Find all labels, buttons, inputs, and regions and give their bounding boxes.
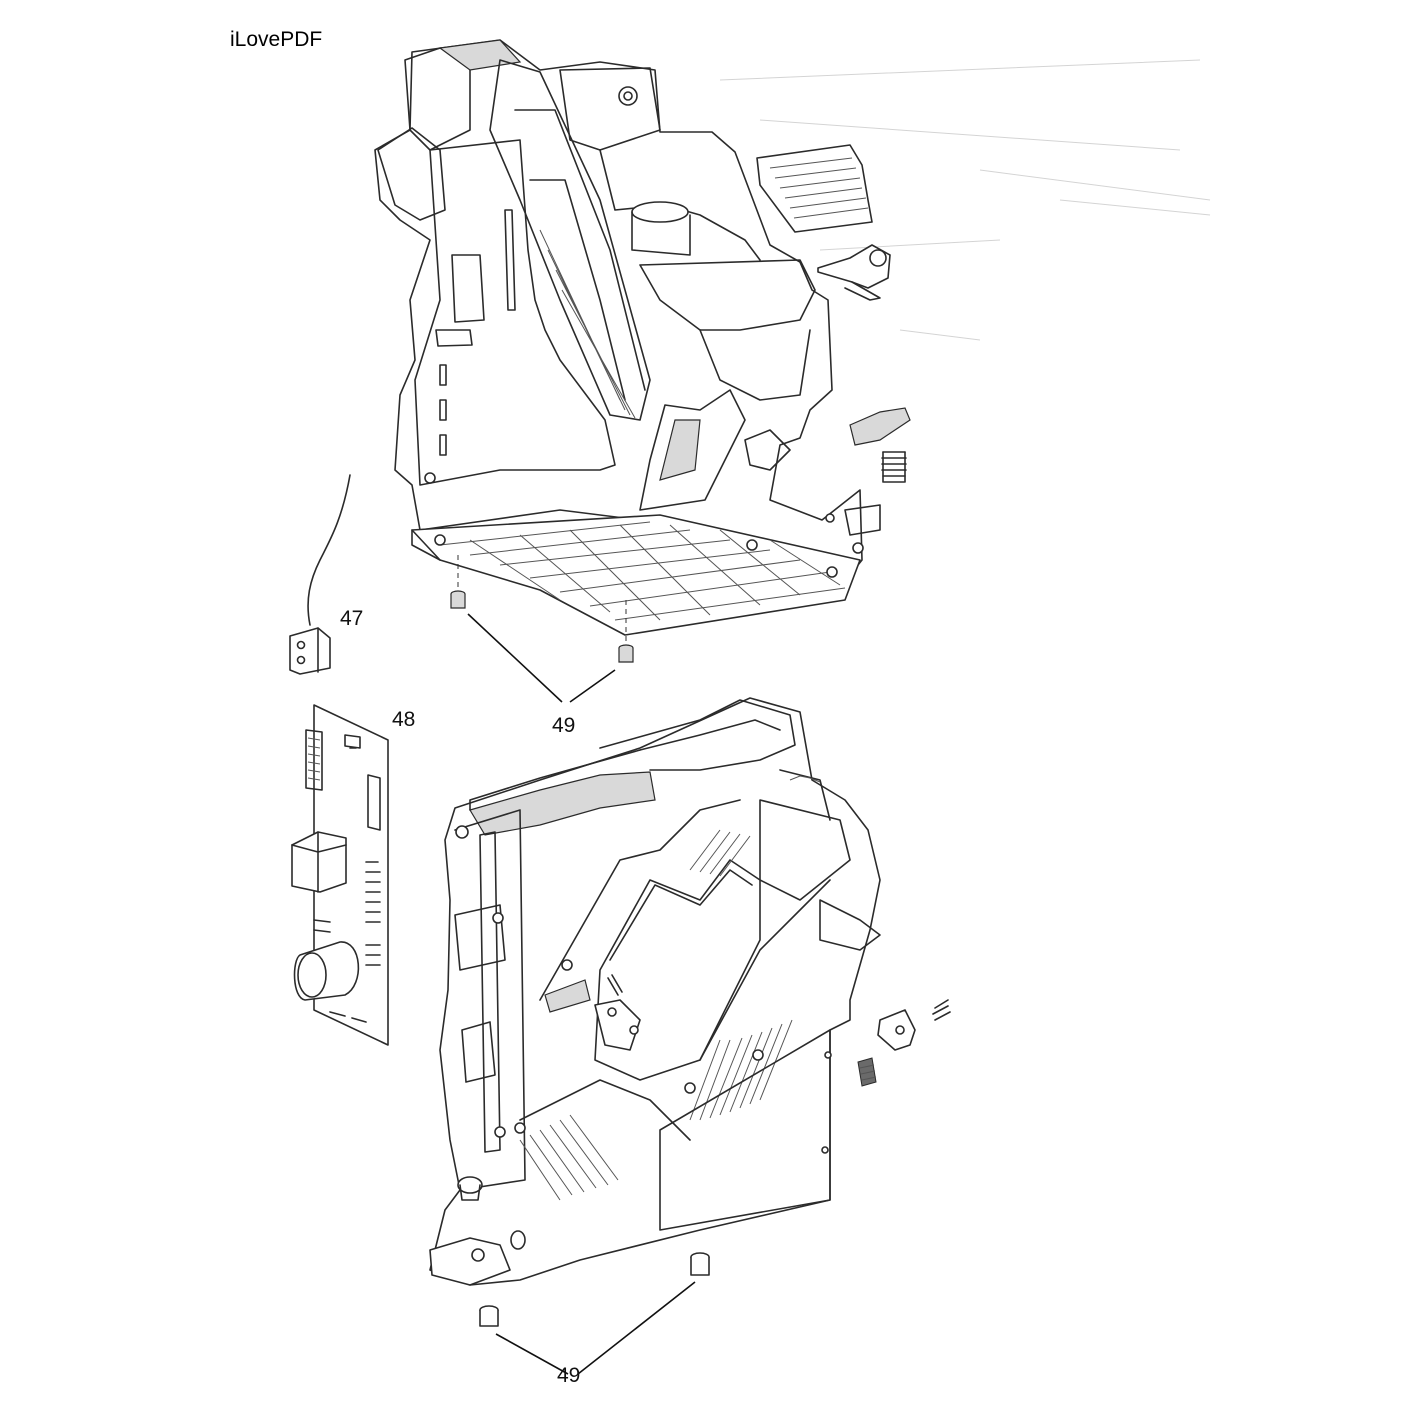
callout-49-bottom: 49	[557, 1364, 581, 1387]
latch-lever-part	[817, 244, 891, 301]
lower-hatching-left	[519, 1114, 619, 1201]
watermark-text: iLovePDF	[230, 28, 323, 51]
faint-background-marks	[719, 59, 1211, 341]
upper-tray-grid	[439, 521, 846, 621]
rubber-feet-lower	[479, 1252, 710, 1327]
leader-49-top-right	[569, 669, 616, 703]
callout-leader-lines	[467, 613, 696, 1375]
callout-47: 47	[340, 607, 364, 630]
callout-48: 48	[392, 708, 416, 731]
callout-49-top: 49	[552, 714, 576, 737]
lower-lever-and-springs-part	[857, 999, 951, 1087]
lower-hatching-right	[689, 829, 793, 1121]
leader-49-top-left	[467, 613, 563, 703]
vent-grille-part	[756, 144, 873, 233]
leader-49-bottom-left	[495, 1333, 569, 1375]
leader-49-bottom-right	[577, 1281, 696, 1375]
upper-frame-assembly	[374, 39, 881, 636]
sensor-part-47	[289, 474, 351, 675]
trigger-and-spring-part	[849, 407, 911, 483]
lower-frame-assembly	[429, 697, 881, 1286]
rubber-feet-upper	[450, 555, 634, 663]
control-board-part-48	[291, 704, 389, 1046]
